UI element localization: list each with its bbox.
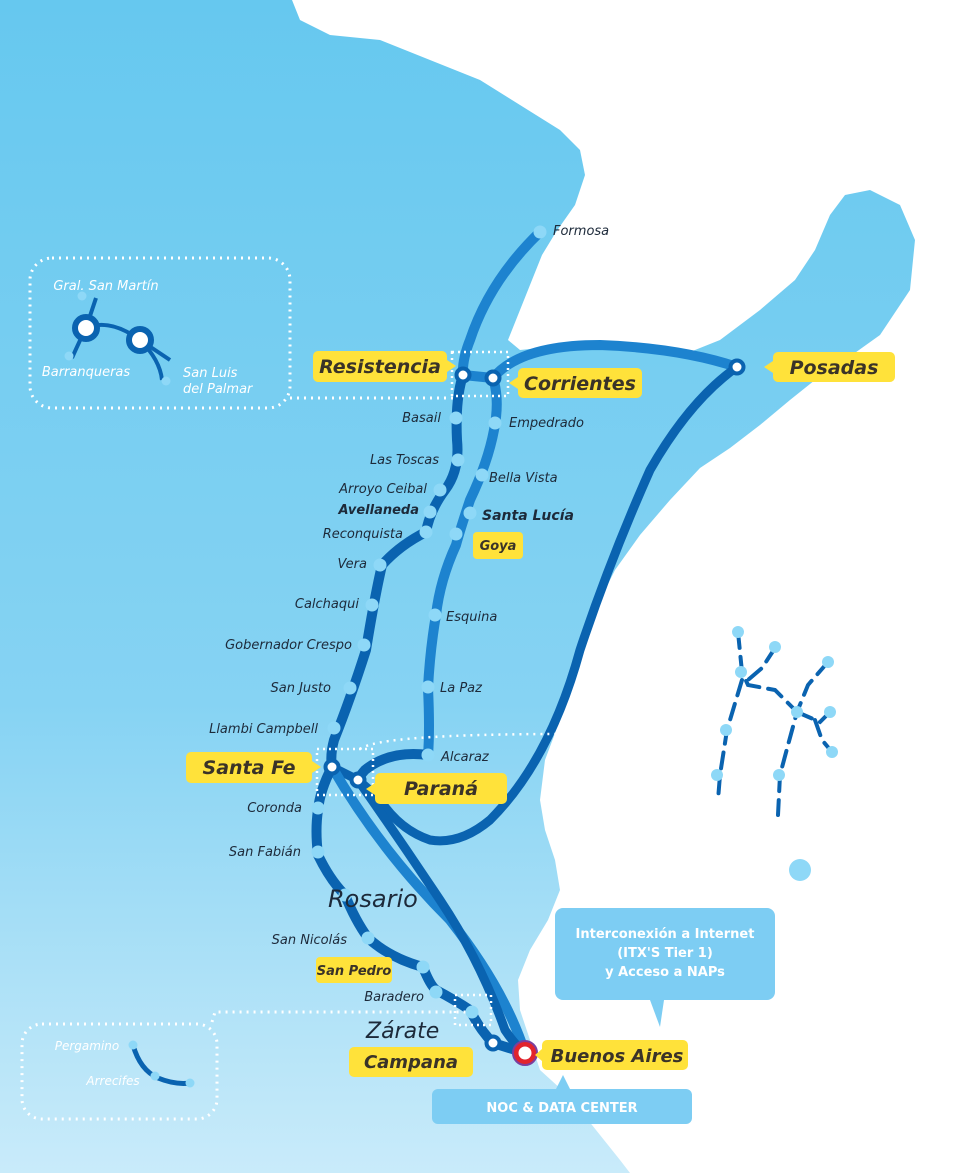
label-alcaraz: Alcaraz (440, 750, 490, 765)
label-reconquista: Reconquista (323, 527, 403, 542)
route-posadas-parana (353, 362, 742, 846)
noc-bar (432, 1075, 692, 1124)
label-gral-san-martin: Gral. San Martín (53, 279, 158, 294)
label-corrientes: Corrientes (524, 373, 636, 395)
inset-north (28, 256, 510, 410)
label-parana: Paraná (404, 778, 478, 800)
inset-center (315, 732, 566, 797)
label-san-luis-2: del Palmar (183, 382, 254, 397)
station-nodes (64, 225, 547, 1019)
label-rosario: Rosario (328, 885, 418, 913)
route-parana-buenosaires (353, 775, 530, 1058)
label-san-justo: San Justo (271, 681, 332, 696)
label-zarate: Zárate (365, 1019, 439, 1044)
internet-callout (555, 908, 775, 1027)
callout-line-3: y Acceso a NAPs (605, 965, 725, 980)
route-corrientes-posadas (488, 340, 742, 383)
label-calchaqui: Calchaqui (295, 597, 359, 612)
island-dot (789, 859, 811, 881)
label-arrecifes: Arrecifes (85, 1074, 139, 1088)
label-buenos-aires: Buenos Aires (551, 1046, 684, 1067)
route-formosa-resistencia (457, 227, 545, 380)
label-goya: Goya (480, 539, 517, 554)
islands (716, 630, 834, 817)
callout-line-1: Interconexión a Internet (576, 927, 755, 942)
island-nodes (711, 626, 838, 781)
label-santa-fe: Santa Fe (203, 757, 296, 779)
label-san-luis-1: San Luis (183, 366, 238, 381)
label-pergamino: Pergamino (55, 1039, 120, 1053)
label-vera: Vera (338, 557, 367, 572)
label-arroyo-ceibal: Arroyo Ceibal (338, 482, 427, 497)
label-gobernador-crespo: Gobernador Crespo (225, 638, 352, 653)
label-llambi-campbell: Llambi Campbell (209, 722, 318, 737)
label-avellaneda: Avellaneda (338, 503, 419, 518)
label-santa-lucia: Santa Lucía (482, 508, 574, 524)
noc-label: NOC & DATA CENTER (486, 1101, 637, 1116)
label-posadas: Posadas (790, 357, 879, 379)
label-la-paz: La Paz (440, 681, 483, 696)
label-barranqueras: Barranqueras (42, 365, 131, 380)
label-empedrado: Empedrado (509, 416, 584, 431)
hub-nodes (323, 358, 746, 1066)
callout-line-2: (ITX'S Tier 1) (617, 946, 713, 961)
label-basail: Basail (402, 411, 441, 426)
label-san-fabian: San Fabián (229, 845, 301, 860)
inset-south (20, 993, 493, 1121)
label-coronda: Coronda (247, 801, 302, 816)
label-san-nicolas: San Nicolás (272, 933, 348, 948)
badges (186, 351, 895, 1077)
label-las-toscas: Las Toscas (370, 453, 439, 468)
label-campana: Campana (364, 1052, 458, 1073)
land-mass (0, 0, 915, 1173)
label-resistencia: Resistencia (319, 356, 441, 378)
label-san-pedro: San Pedro (317, 964, 392, 979)
label-bella-vista: Bella Vista (489, 471, 558, 486)
label-esquina: Esquina (446, 610, 497, 625)
label-formosa: Formosa (553, 224, 609, 239)
label-baradero: Baradero (364, 990, 424, 1005)
